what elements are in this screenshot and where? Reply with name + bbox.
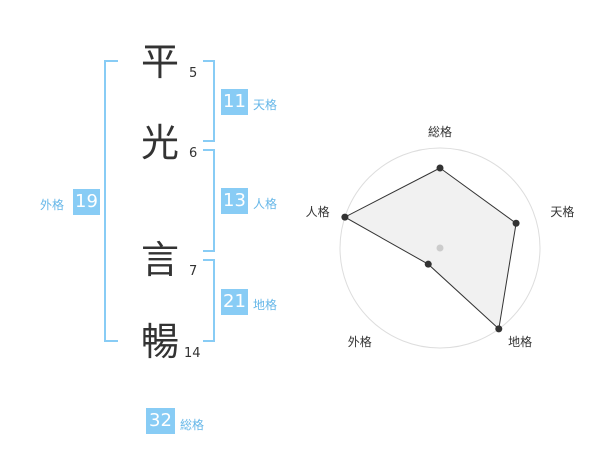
radar-axis-label-3: 地格 [508, 334, 532, 349]
name-char-2: 光 [141, 121, 180, 165]
jinkaku-value: 13 [221, 188, 248, 214]
gaikaku-bracket [104, 60, 118, 342]
gaikaku-label: 外格 [40, 198, 65, 212]
stroke-count-2: 6 [189, 146, 198, 161]
jinkaku-label: 人格 [253, 197, 278, 211]
chikaku-bracket [203, 259, 215, 342]
chikaku-value: 21 [221, 289, 248, 315]
stroke-count-1: 5 [189, 66, 198, 81]
jinkaku-bracket [203, 149, 215, 252]
radar-axis-label-5: 人格 [306, 204, 330, 219]
radar-data-polygon [343, 167, 517, 330]
tenkaku-bracket [203, 60, 215, 142]
name-char-4: 暢 [141, 320, 180, 364]
tenkaku-label: 天格 [253, 98, 278, 112]
tenkaku-value: 11 [221, 89, 248, 115]
stroke-count-3: 7 [189, 264, 198, 279]
radar-point-1 [436, 164, 444, 172]
radar-points [341, 164, 520, 333]
soukaku-value: 32 [146, 408, 175, 434]
radar-axis-label-4: 外格 [348, 334, 372, 349]
radar-point-2 [512, 219, 520, 227]
name-char-3: 言 [141, 238, 180, 282]
radar-point-3 [495, 325, 503, 333]
name-char-1: 平 [141, 40, 180, 84]
radar-center-dot [436, 244, 444, 252]
chikaku-label: 地格 [253, 298, 278, 312]
stroke-count-4: 14 [184, 346, 201, 361]
radar-axis-label-2: 天格 [550, 204, 574, 219]
gaikaku-value: 19 [73, 189, 100, 215]
soukaku-label: 総格 [180, 418, 205, 432]
radar-point-5 [341, 213, 349, 221]
radar-point-4 [424, 260, 432, 268]
radar-axis-label-1: 総格 [428, 124, 452, 139]
